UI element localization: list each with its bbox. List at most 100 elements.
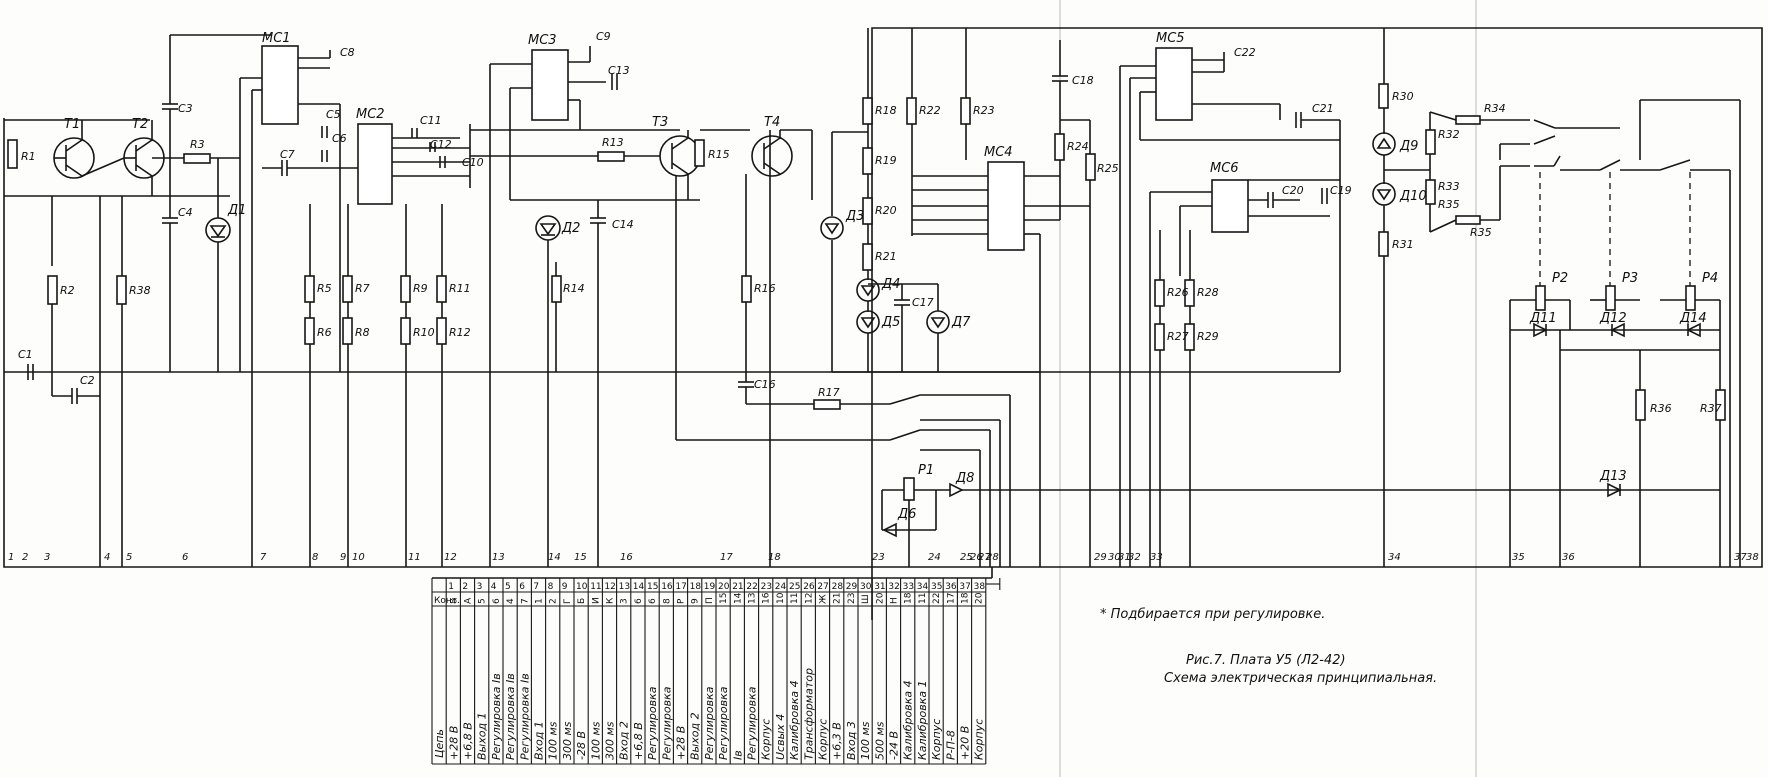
connector-pin-number: 19 bbox=[704, 582, 716, 592]
terminal-label: 7 bbox=[260, 552, 267, 563]
label-mc2: MC2 bbox=[356, 107, 385, 122]
resistor-r9 bbox=[400, 275, 411, 303]
connector-signal: 300 мs bbox=[561, 721, 574, 760]
connector-pin-number: 32 bbox=[888, 582, 899, 592]
connector-signal: Трансформатор bbox=[802, 668, 815, 760]
connector-pin-number: 5 bbox=[505, 582, 511, 592]
connector-pin-key: 18 bbox=[961, 592, 971, 604]
connector-pin-key: 7 bbox=[520, 598, 530, 604]
label-c22: C22 bbox=[1234, 46, 1256, 59]
label-r33: R33 bbox=[1438, 180, 1460, 193]
connector-pin-number: 35 bbox=[931, 582, 942, 592]
mc5-mc6-block bbox=[832, 47, 1341, 567]
label-d8: Д8 bbox=[955, 471, 974, 486]
connector-pin-key: 16 bbox=[762, 592, 772, 604]
label-r23: R23 bbox=[973, 104, 995, 117]
connector-pin-key: 1 bbox=[535, 598, 545, 604]
label-r29: R29 bbox=[1197, 330, 1219, 343]
caption-subtitle: Схема электрическая принципиальная. bbox=[1164, 671, 1437, 686]
label-r27: R27 bbox=[1167, 330, 1189, 343]
resistor-r33 bbox=[1425, 179, 1436, 205]
label-r2: R2 bbox=[60, 284, 75, 297]
terminal-label: 35 bbox=[1512, 552, 1525, 563]
connector-pin-number: 10 bbox=[576, 582, 588, 592]
label-p2: P2 bbox=[1552, 271, 1568, 286]
connector-pin-key: 11 bbox=[790, 593, 800, 604]
connector-pin-key: 23 bbox=[847, 593, 857, 604]
relay-p2-coil bbox=[1535, 285, 1546, 311]
label-p3: P3 bbox=[1622, 271, 1638, 286]
connector-pin-number: 2 bbox=[462, 582, 468, 592]
label-mc6: MC6 bbox=[1210, 161, 1239, 176]
connector-pin-number: 25 bbox=[789, 582, 800, 592]
connector-pin-key: 18 bbox=[904, 592, 914, 604]
resistor-r38 bbox=[116, 275, 127, 305]
connector-pin-number: 1 bbox=[448, 582, 454, 592]
label-t4: T4 bbox=[764, 115, 780, 130]
connector-pin-number: 24 bbox=[775, 582, 787, 592]
label-d5: Д5 bbox=[881, 315, 900, 330]
connector-pin-number: 31 bbox=[874, 582, 885, 592]
connector-pin-key: 12 bbox=[804, 593, 814, 604]
relay-p1-block bbox=[881, 394, 1640, 567]
resistor-r3 bbox=[183, 153, 211, 164]
terminal-label: 36 bbox=[1562, 552, 1575, 563]
resistor-r6 bbox=[304, 317, 315, 345]
label-r32: R32 bbox=[1438, 128, 1460, 141]
connector-pin-number: 13 bbox=[619, 582, 630, 592]
connector-pin-number: 11 bbox=[590, 582, 601, 592]
mc4-block bbox=[820, 28, 1096, 567]
connector-signal: Регулировка bbox=[746, 686, 759, 760]
label-r31: R31 bbox=[1392, 238, 1414, 251]
terminal-label: 9 bbox=[340, 552, 346, 563]
terminal-label: 37 bbox=[1734, 552, 1747, 563]
resistor-r15 bbox=[694, 139, 705, 167]
label-r24: R24 bbox=[1067, 140, 1089, 153]
connector-pin-number: 8 bbox=[548, 582, 554, 592]
connector-signal: +28 В bbox=[675, 726, 688, 760]
chip-mc6 bbox=[1211, 179, 1249, 233]
label-c5: C5 bbox=[326, 108, 341, 121]
resistor-r35 bbox=[1455, 215, 1481, 225]
connector-signal: -24 В bbox=[888, 731, 901, 760]
resistor-r24 bbox=[1054, 133, 1065, 161]
terminal-label: 6 bbox=[182, 552, 188, 563]
connector-pin-number: 33 bbox=[903, 582, 914, 592]
connector-signal: -28 В bbox=[575, 731, 588, 760]
resistor-r10 bbox=[400, 317, 411, 345]
connector-pin-key: 11 bbox=[918, 593, 928, 604]
connector-pin-key: 8 bbox=[662, 598, 672, 604]
terminal-label: 24 bbox=[928, 552, 941, 563]
label-r7: R7 bbox=[355, 282, 370, 295]
terminal-label: 34 bbox=[1388, 552, 1401, 563]
label-d13: Д13 bbox=[1599, 469, 1627, 484]
label-p1: P1 bbox=[918, 463, 934, 478]
connector-pin-key: 13 bbox=[748, 593, 758, 604]
resistor-r5 bbox=[304, 275, 315, 303]
transistor-t3-symbol bbox=[659, 135, 701, 177]
label-c17: C17 bbox=[912, 296, 934, 309]
connector-signal: +6,3 В bbox=[831, 722, 844, 760]
connector-pin-key: 10 bbox=[776, 592, 786, 604]
resistor-r21 bbox=[862, 243, 873, 271]
caption-title: Рис.7. Плата У5 (Л2-42) bbox=[1186, 653, 1346, 668]
terminal-label: 17 bbox=[720, 552, 733, 563]
label-r5: R5 bbox=[317, 282, 332, 295]
connector-pin-key: Г bbox=[563, 599, 573, 605]
resistor-r12 bbox=[436, 317, 447, 345]
resistor-r8 bbox=[342, 317, 353, 345]
connector-signal: Корпус bbox=[973, 719, 986, 760]
label-r38: R38 bbox=[129, 284, 151, 297]
label-c4: C4 bbox=[178, 206, 193, 219]
label-r11: R11 bbox=[449, 282, 471, 295]
connector-pin-key: 2 bbox=[549, 598, 559, 604]
label-c6: C6 bbox=[332, 132, 347, 145]
connector-signal: Регулировка bbox=[646, 686, 659, 760]
connector-pin-number: 28 bbox=[832, 582, 844, 592]
label-d11: Д11 bbox=[1529, 311, 1557, 326]
resistor-r16 bbox=[741, 275, 752, 303]
label-d3: Д3 bbox=[845, 209, 864, 224]
label-r16: R16 bbox=[754, 282, 776, 295]
connector-pin-key: 20 bbox=[875, 592, 885, 604]
